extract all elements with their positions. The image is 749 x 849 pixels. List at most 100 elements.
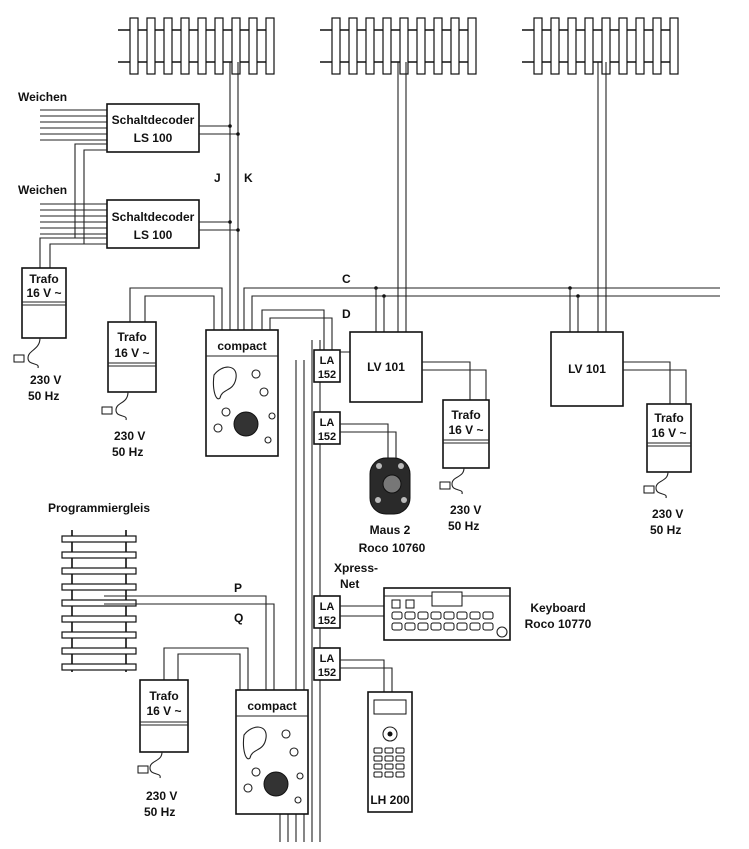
trafo-3: Trafo 16 V ~ [442, 399, 490, 469]
track-sleeper [331, 17, 341, 75]
track-sleeper [61, 583, 137, 591]
keyboard-key [456, 611, 468, 620]
track-sleeper [584, 17, 594, 75]
schaltdecoder-2-title: Schaltdecoder [112, 210, 195, 224]
mains-freq-5: 50 Hz [144, 805, 175, 819]
track-sleeper [450, 17, 460, 75]
weichen-wires-2 [40, 203, 107, 235]
la152-4-line1: LA [320, 653, 335, 665]
handheld-key [373, 755, 383, 762]
track-sleeper [180, 17, 190, 75]
power-plug-icon [13, 337, 41, 369]
track-sleeper [61, 615, 137, 623]
trafo-1: Trafo 16 V ~ [21, 267, 67, 339]
la152-3-line2: 152 [318, 615, 336, 627]
track-sleeper [146, 17, 156, 75]
schaltdecoder-2: Schaltdecoder LS 100 [106, 199, 200, 249]
mains-voltage-5: 230 V [146, 789, 177, 803]
keyboard-key [443, 622, 455, 631]
track-segment-2 [320, 17, 477, 75]
handheld-key [395, 755, 405, 762]
track-sleeper [416, 17, 426, 75]
mains-voltage-2: 230 V [114, 429, 145, 443]
track-segment-3 [522, 17, 679, 75]
keyboard-key [404, 622, 416, 631]
power-plug-icon [439, 467, 465, 495]
bus-label-d: D [342, 307, 351, 321]
keyboard-key [417, 611, 429, 620]
track-sleeper [635, 17, 645, 75]
track-sleeper [61, 551, 137, 559]
mains-voltage-4: 230 V [652, 507, 683, 521]
handheld-key [395, 763, 405, 770]
track-sleeper [163, 17, 173, 75]
track-sleeper [61, 567, 137, 575]
schaltdecoder-1-model: LS 100 [134, 131, 173, 145]
track-sleeper [550, 17, 560, 75]
power-plug-icon [137, 751, 163, 779]
lh200-handheld [367, 691, 413, 813]
handheld-key [384, 755, 394, 762]
compact-controller-1: compact [205, 329, 279, 457]
handheld-key [395, 747, 405, 754]
la152-2-line2: 152 [318, 431, 336, 443]
track-sleeper [248, 17, 258, 75]
track-sleeper [433, 17, 443, 75]
la152-4-line2: 152 [318, 667, 336, 679]
track-sleeper [567, 17, 577, 75]
la152-1-line2: 152 [318, 369, 336, 381]
lh200-label: LH 200 [370, 793, 410, 807]
handheld-key [395, 771, 405, 778]
keyboard-key [469, 622, 481, 631]
trafo-3-voltage: 16 V ~ [448, 423, 483, 437]
trafo-3-label: Trafo [451, 408, 480, 422]
track-sleeper [618, 17, 628, 75]
keyboard-key [404, 611, 416, 620]
track-sleeper [214, 17, 224, 75]
keyboard-key [430, 622, 442, 631]
track-sleeper [61, 663, 137, 671]
track-sleeper [533, 17, 543, 75]
trafo-5: Trafo 16 V ~ [139, 679, 189, 753]
mains-voltage-3: 230 V [450, 503, 481, 517]
track-sleeper [382, 17, 392, 75]
track-segment-1 [118, 17, 275, 75]
keyboard-device [383, 587, 511, 641]
keyboard-key [417, 622, 429, 631]
keyboard-key [391, 622, 403, 631]
handheld-key [373, 763, 383, 770]
trafo-2: Trafo 16 V ~ [107, 321, 157, 393]
la152-3-line1: LA [320, 601, 335, 613]
keyboard-key [482, 611, 494, 620]
track-sleeper [197, 17, 207, 75]
lv101-1-label: LV 101 [367, 360, 405, 374]
power-plug-icon [101, 391, 129, 421]
track-sleeper [61, 631, 137, 639]
weichen-label-2: Weichen [18, 183, 67, 197]
handheld-key [373, 747, 383, 754]
trafo-1-voltage: 16 V ~ [26, 286, 61, 300]
mains-freq-4: 50 Hz [650, 523, 681, 537]
handheld-key [384, 747, 394, 754]
lv101-booster-2: LV 101 [550, 331, 624, 407]
keyboard-key [391, 599, 401, 609]
programmiergleis-label: Programmiergleis [48, 501, 150, 515]
keyboard-label: Keyboard [530, 601, 585, 615]
xpressnet-label-2: Net [340, 577, 359, 591]
handheld-key [384, 763, 394, 770]
track-sleeper [348, 17, 358, 75]
maus2-handheld [369, 457, 411, 515]
schaltdecoder-1: Schaltdecoder LS 100 [106, 103, 200, 153]
trafo-2-voltage: 16 V ~ [114, 346, 149, 360]
compact-controller-2: compact [235, 689, 309, 815]
trafo-2-label: Trafo [117, 330, 146, 344]
mains-freq-3: 50 Hz [448, 519, 479, 533]
la152-1-line1: LA [320, 355, 335, 367]
maus2-model: Roco 10760 [359, 541, 426, 555]
track-sleeper [61, 647, 137, 655]
keyboard-key [443, 611, 455, 620]
handheld-key [373, 771, 383, 778]
keyboard-key [405, 599, 415, 609]
compact-1-label: compact [217, 339, 266, 353]
